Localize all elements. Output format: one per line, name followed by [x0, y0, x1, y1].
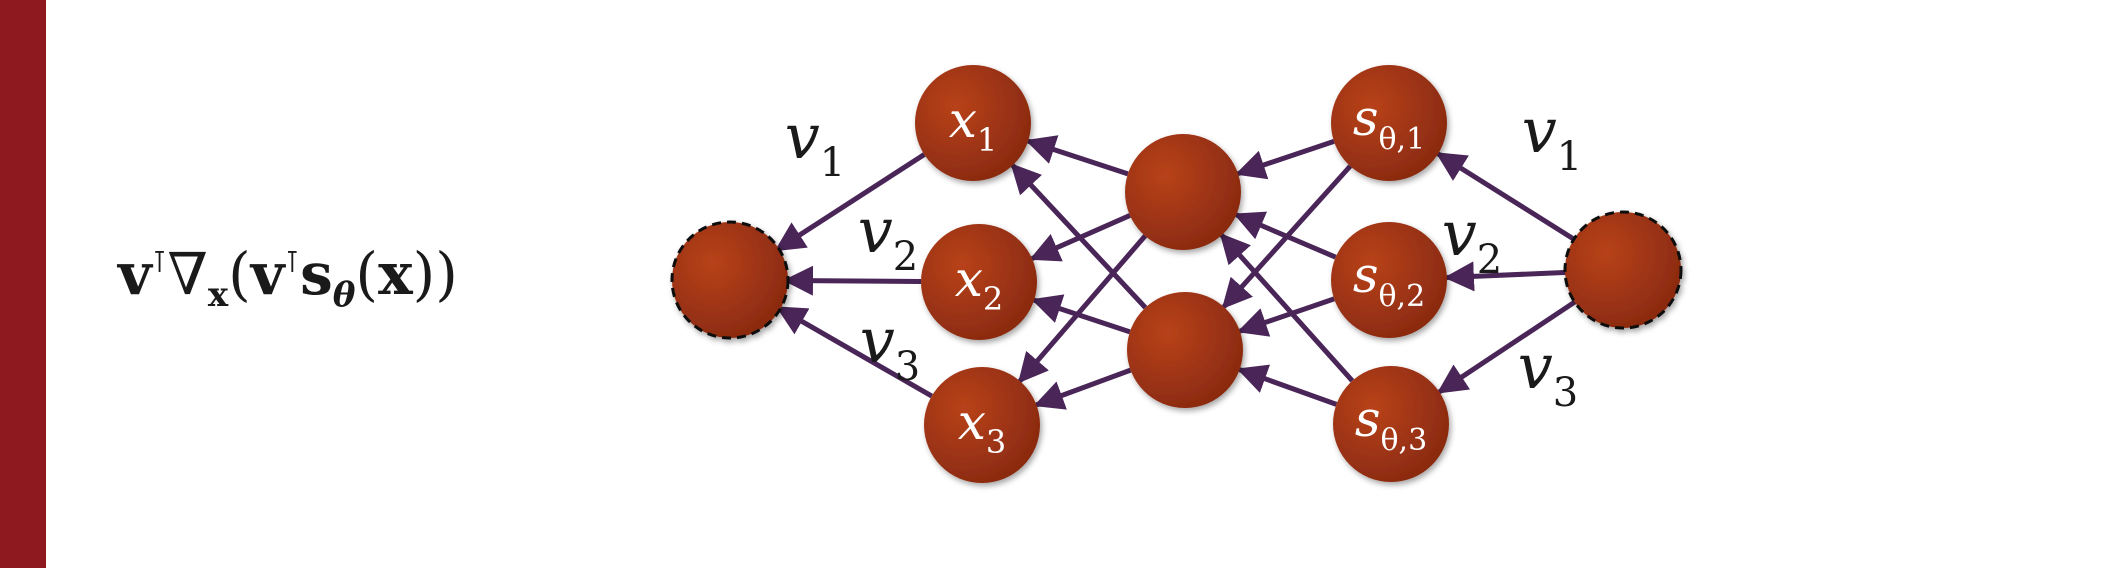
output-node-1: [1331, 65, 1447, 181]
input-label-2: x2: [955, 250, 1004, 318]
edge-right-node-to-output-2: [1443, 261, 1568, 292]
formula-open-paren: (: [228, 240, 251, 308]
edge-output-3-to-hidden-2: [1236, 364, 1338, 407]
output-label-3: sθ,3: [1355, 390, 1427, 458]
edge-output-2-to-hidden-1: [1233, 211, 1337, 260]
edge-right-node-to-output-3: [1436, 298, 1578, 395]
edge-hidden-2-to-input-1: [1010, 163, 1148, 310]
formula: v⊺∇x(v⊺sθ(x)): [118, 240, 458, 315]
output-node-2: [1331, 222, 1447, 338]
right-projection-node: [1563, 210, 1683, 330]
output-label-1: sθ,1: [1353, 89, 1425, 157]
formula-transpose: ⊺: [151, 245, 168, 280]
formula-open-paren-2: (: [355, 240, 379, 308]
edge-input-2-to-left-node: [782, 265, 922, 296]
output-label-2: sθ,2: [1353, 246, 1425, 314]
edge-hidden-1-to-input-1: [1025, 135, 1129, 177]
output-node-3: [1333, 366, 1449, 482]
left-edge-label-v3: v3: [860, 304, 920, 390]
hidden-node-2: [1127, 292, 1243, 408]
formula-v: v: [118, 240, 152, 308]
edge-hidden-1-to-input-3: [1017, 234, 1148, 384]
accent-bar: [0, 0, 46, 568]
edges: [774, 135, 1578, 410]
input-node-1: [915, 65, 1031, 181]
input-node-3: [924, 367, 1040, 483]
formula-x: x: [378, 240, 413, 308]
input-node-2: [921, 224, 1037, 340]
right-edge-label-v2: v2: [1442, 197, 1502, 283]
edge-hidden-2-to-input-3: [1033, 367, 1132, 410]
edge-output-2-to-hidden-2: [1237, 296, 1335, 337]
formula-nabla: ∇: [167, 240, 208, 308]
edge-right-node-to-output-1: [1435, 151, 1577, 243]
right-edge-label-v3: v3: [1518, 330, 1578, 416]
formula-close-parens: )): [412, 240, 458, 308]
formula-theta: θ: [332, 275, 356, 315]
edge-hidden-2-to-input-2: [1031, 294, 1131, 335]
edge-output-3-to-hidden-1: [1219, 232, 1355, 383]
left-edge-label-v1: v1: [785, 100, 845, 186]
formula-v2: v: [250, 240, 285, 308]
left-edge-label-v2: v2: [858, 194, 918, 280]
formula-nabla-sub: x: [207, 275, 229, 315]
edge-input-1-to-left-node: [774, 152, 926, 252]
left-projection-node: [670, 220, 790, 340]
formula-transpose-2: ⊺: [284, 245, 301, 280]
formula-s: s: [300, 240, 333, 308]
nodes: [670, 65, 1683, 483]
edge-input-3-to-left-node: [775, 305, 933, 399]
edge-output-1-to-hidden-1: [1235, 139, 1335, 180]
right-edge-label-v1: v1: [1522, 94, 1582, 180]
hidden-node-1: [1125, 134, 1241, 250]
input-label-1: x1: [949, 91, 998, 159]
input-label-3: x3: [958, 393, 1007, 461]
